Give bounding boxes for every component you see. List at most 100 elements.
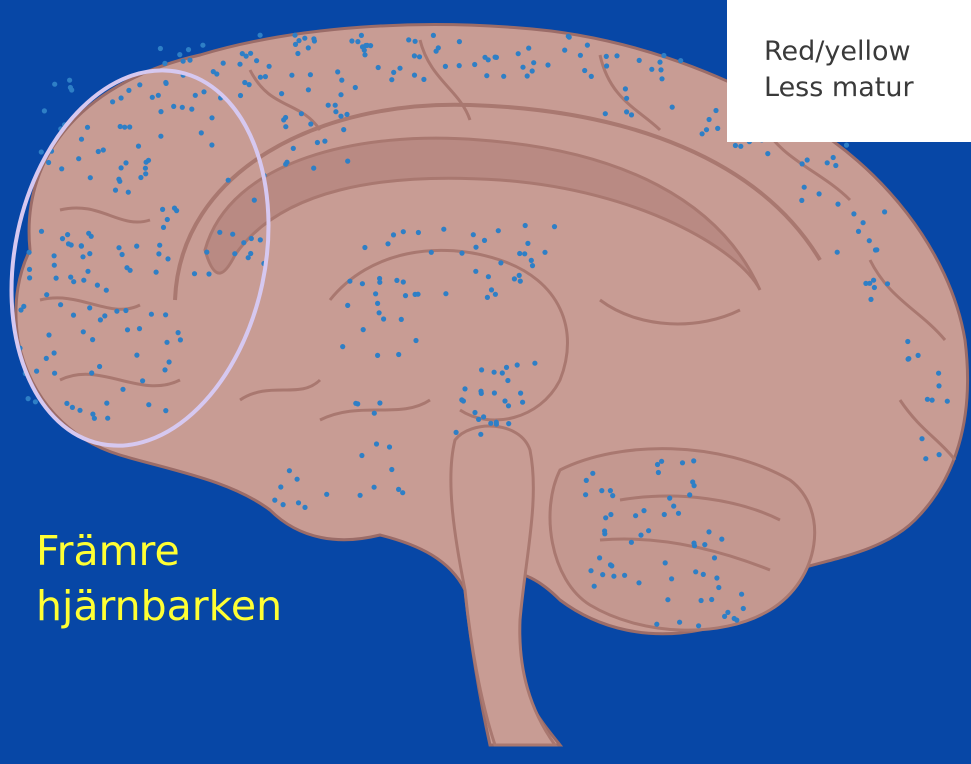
- neuron-dot: [851, 211, 856, 216]
- neuron-dot: [136, 144, 141, 149]
- neuron-dot: [122, 125, 127, 130]
- neuron-dot: [230, 232, 235, 237]
- neuron-dot: [60, 236, 65, 241]
- neuron-dot: [46, 160, 51, 165]
- neuron-dot: [344, 112, 349, 117]
- neuron-dot: [478, 432, 483, 437]
- neuron-dot: [221, 61, 226, 66]
- neuron-dot: [667, 496, 672, 501]
- neuron-dot: [489, 287, 494, 292]
- neuron-dot: [105, 416, 110, 421]
- neuron-dot: [362, 52, 367, 57]
- neuron-dot: [800, 161, 805, 166]
- neuron-dot: [88, 175, 93, 180]
- neuron-dot: [359, 453, 364, 458]
- neuron-dot: [97, 364, 102, 369]
- neuron-dot: [71, 279, 76, 284]
- neuron-dot: [599, 488, 604, 493]
- neuron-dot: [799, 198, 804, 203]
- neuron-dot: [89, 370, 94, 375]
- region-caption: Främre hjärnbarken: [36, 524, 282, 634]
- neuron-dot: [359, 33, 364, 38]
- neuron-dot: [377, 400, 382, 405]
- neuron-dot: [861, 220, 866, 225]
- neuron-dot: [603, 515, 608, 520]
- neuron-dot: [421, 77, 426, 82]
- neuron-dot: [486, 57, 491, 62]
- neuron-dot: [505, 378, 510, 383]
- neuron-dot: [562, 48, 567, 53]
- neuron-dot: [500, 370, 505, 375]
- neuron-dot: [69, 242, 74, 247]
- neuron-dot: [67, 78, 72, 83]
- neuron-dot: [732, 616, 737, 621]
- neuron-dot: [412, 73, 417, 78]
- neuron-dot: [339, 78, 344, 83]
- neuron-dot: [501, 74, 506, 79]
- neuron-dot: [126, 88, 131, 93]
- neuron-dot: [149, 312, 154, 317]
- neuron-dot: [71, 313, 76, 318]
- neuron-dot: [80, 254, 85, 259]
- neuron-dot: [232, 251, 237, 256]
- neuron-dot: [530, 68, 535, 73]
- neuron-dot: [936, 371, 941, 376]
- neuron-dot: [459, 397, 464, 402]
- neuron-dot: [85, 125, 90, 130]
- neuron-dot: [146, 402, 151, 407]
- neuron-dot: [246, 255, 251, 260]
- neuron-dot: [722, 614, 727, 619]
- neuron-dot: [338, 92, 343, 97]
- neuron-dot: [525, 241, 530, 246]
- neuron-dot: [372, 485, 377, 490]
- neuron-dot: [116, 245, 121, 250]
- neuron-dot: [58, 302, 63, 307]
- neuron-dot: [181, 59, 186, 64]
- neuron-dot: [289, 73, 294, 78]
- neuron-dot: [659, 76, 664, 81]
- neuron-dot: [302, 505, 307, 510]
- neuron-dot: [484, 73, 489, 78]
- neuron-dot: [706, 529, 711, 534]
- neuron-dot: [193, 93, 198, 98]
- neuron-dot: [114, 309, 119, 314]
- neuron-dot: [523, 223, 528, 228]
- neuron-dot: [355, 39, 360, 44]
- neuron-dot: [805, 157, 810, 162]
- neuron-dot: [209, 142, 214, 147]
- neuron-dot: [589, 74, 594, 79]
- neuron-dot: [515, 362, 520, 367]
- neuron-dot: [700, 131, 705, 136]
- neuron-dot: [416, 230, 421, 235]
- neuron-dot: [123, 160, 128, 165]
- neuron-dot: [52, 253, 57, 258]
- neuron-dot: [86, 231, 91, 236]
- neuron-dot: [217, 230, 222, 235]
- neuron-dot: [443, 64, 448, 69]
- neuron-dot: [584, 478, 589, 483]
- neuron-dot: [610, 493, 615, 498]
- neuron-dot: [678, 58, 683, 63]
- neuron-dot: [863, 281, 868, 286]
- neuron-dot: [247, 82, 252, 87]
- neuron-dot: [104, 401, 109, 406]
- neuron-dot: [585, 43, 590, 48]
- neuron-dot: [671, 504, 676, 509]
- neuron-dot: [33, 399, 38, 404]
- neuron-dot: [156, 251, 161, 256]
- neuron-dot: [923, 456, 928, 461]
- neuron-dot: [397, 66, 402, 71]
- neuron-dot: [241, 240, 246, 245]
- neuron-dot: [283, 124, 288, 129]
- neuron-dot: [624, 96, 629, 101]
- neuron-dot: [614, 53, 619, 58]
- neuron-dot: [353, 401, 358, 406]
- neuron-dot: [138, 175, 143, 180]
- neuron-dot: [123, 308, 128, 313]
- neuron-dot: [638, 533, 643, 538]
- neuron-dot: [163, 80, 168, 85]
- neuron-dot: [482, 238, 487, 243]
- neuron-dot: [52, 371, 57, 376]
- neuron-dot: [211, 69, 216, 74]
